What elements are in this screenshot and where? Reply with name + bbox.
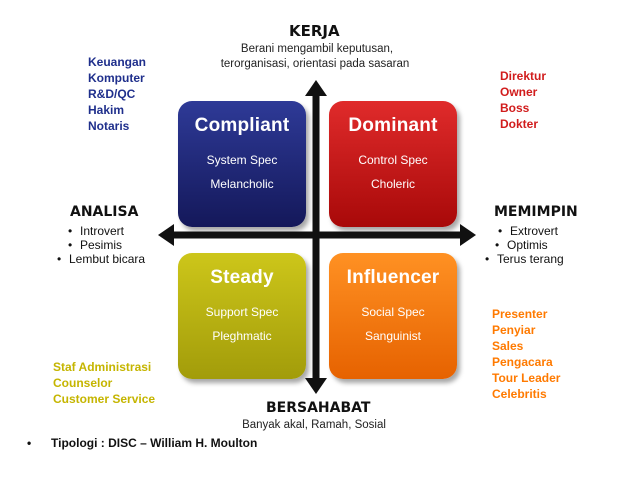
professions-influencer: Presenter Penyiar Sales Pengacara Tour L… <box>492 306 560 402</box>
quadrant-title: Steady <box>210 267 274 288</box>
axis-desc-top-1: Berani mengambil keputusan, <box>240 43 394 55</box>
list-item: R&D/QC <box>88 87 136 101</box>
footer-text: Tipologi : DISC – William H. Moulton <box>51 436 258 450</box>
quadrant-spec: System Spec <box>206 153 278 167</box>
list-item: Boss <box>500 101 530 115</box>
left-traits-list: •Introvert •Pesimis •Lembut bicara <box>57 224 145 266</box>
list-item: •Extrovert <box>498 224 559 238</box>
list-item: •Optimis <box>495 238 548 252</box>
quadrant-temperament: Sanguinist <box>364 329 422 343</box>
list-item: Celebritis <box>492 387 547 401</box>
quadrant-title: Dominant <box>348 115 438 136</box>
arrow-left-head <box>158 224 174 246</box>
quadrant-title: Compliant <box>194 115 290 136</box>
list-item: Komputer <box>88 71 145 85</box>
list-item: •Terus terang <box>485 252 564 266</box>
quadrant-dominant: Dominant Control Spec Choleric <box>329 101 457 227</box>
axis-desc-top-2: terorganisasi, orientasi pada sasaran <box>220 58 410 70</box>
list-item: Pengacara <box>492 355 553 369</box>
list-item: Hakim <box>88 103 125 117</box>
quadrant-spec: Control Spec <box>358 153 428 167</box>
list-item: Penyiar <box>492 323 536 337</box>
list-item: •Lembut bicara <box>57 252 146 266</box>
list-item: Owner <box>500 85 538 99</box>
arrow-right-head <box>460 224 476 246</box>
list-item: •Pesimis <box>68 238 123 252</box>
quadrant-temperament: Pleghmatic <box>212 329 272 343</box>
list-item: Keuangan <box>88 55 147 69</box>
quadrant-influencer: Influencer Social Spec Sanguinist <box>329 253 457 379</box>
axis-desc-bottom: Banyak akal, Ramah, Sosial <box>242 419 386 431</box>
footer-caption: • Tipologi : DISC – William H. Moulton <box>27 436 257 450</box>
list-item: Tour Leader <box>492 371 561 385</box>
list-item: •Introvert <box>68 224 125 238</box>
list-item: Notaris <box>88 119 130 133</box>
professions-compliant: Keuangan Komputer R&D/QC Hakim Notaris <box>88 54 146 134</box>
list-item: Presenter <box>492 307 548 321</box>
axis-title-right: MEMIMPIN <box>494 204 578 220</box>
axis-title-top: KERJA <box>289 22 340 40</box>
quadrant-steady: Steady Support Spec Pleghmatic <box>178 253 306 379</box>
arrow-down-head <box>305 378 327 394</box>
quadrant-spec: Support Spec <box>205 305 279 319</box>
list-item: Sales <box>492 339 524 353</box>
quadrant-spec: Social Spec <box>361 305 425 319</box>
right-traits-list: •Extrovert •Optimis •Terus terang <box>485 224 564 266</box>
quadrant-title: Influencer <box>346 267 440 288</box>
professions-steady: Staf Administrasi Counselor Customer Ser… <box>53 359 155 407</box>
list-item: Counselor <box>53 376 113 390</box>
list-item: Staf Administrasi <box>53 360 152 374</box>
quadrant-temperament: Choleric <box>370 177 415 191</box>
axis-title-bottom: BERSAHABAT <box>266 400 371 416</box>
quadrant-temperament: Melancholic <box>210 177 274 191</box>
footer-bullet: • <box>27 436 32 450</box>
professions-dominant: Direktur Owner Boss Dokter <box>500 68 546 132</box>
list-item: Direktur <box>500 69 547 83</box>
axis-title-left: ANALISA <box>70 204 139 220</box>
list-item: Dokter <box>500 117 539 131</box>
list-item: Customer Service <box>53 392 156 406</box>
arrow-up-head <box>305 80 327 96</box>
quadrant-compliant: Compliant System Spec Melancholic <box>178 101 306 227</box>
